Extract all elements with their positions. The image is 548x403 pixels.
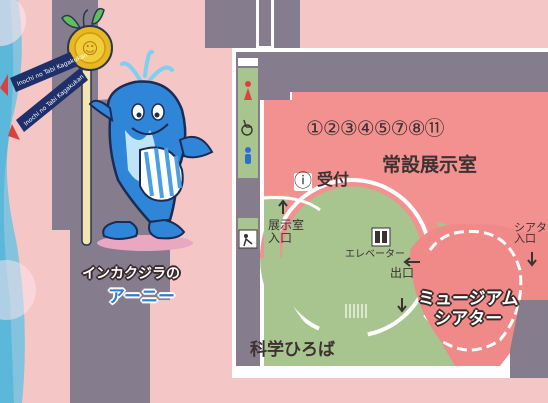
toilet-female-icon <box>244 81 252 100</box>
elevator-icon <box>371 227 391 247</box>
theater-entrance-arrow <box>527 252 537 267</box>
exhibit-numbers: ①②③④⑤⑦⑧⑪ <box>306 116 445 140</box>
exhibit-entrance-line1: 展示室 <box>268 218 305 232</box>
theater-label[interactable]: ミュージアム シアター <box>418 289 519 329</box>
mascot-caption-line2: アーニー <box>108 287 175 307</box>
exhibit-entrance-arrow <box>278 199 288 214</box>
theater-entrance-line2: 入口 <box>514 232 536 245</box>
theater-entrance-label[interactable]: シアター 入口 <box>514 222 548 244</box>
permanent-exhibit-label[interactable]: 常設展示室 <box>382 154 478 176</box>
reception-label: 受付 <box>317 170 350 189</box>
theater-label-line1: ミュージアム <box>418 289 519 309</box>
theater-area <box>410 224 548 366</box>
nursing-room-icon <box>238 229 258 249</box>
svg-text:☺: ☺ <box>82 39 99 58</box>
science-plaza-label[interactable]: 科学ひろば <box>250 340 335 360</box>
elevator-label: エレベーター <box>345 249 405 260</box>
elevator-arrow <box>397 298 407 313</box>
mascot-caption-line1: インカクジラの <box>82 266 180 282</box>
info-icon[interactable]: ⓘ <box>294 171 312 192</box>
exit-label: 出口 <box>390 266 415 280</box>
exit-arrow <box>403 257 420 267</box>
wheelchair-icon <box>241 119 253 136</box>
toilet-male-icon <box>245 147 251 164</box>
exhibit-entrance-line2: 入口 <box>268 231 293 245</box>
stairs-icon <box>345 304 367 318</box>
theater-label-line2: シアター <box>434 308 503 329</box>
theater-entrance-line1: シアター <box>514 221 548 234</box>
exhibit-entrance-label[interactable]: 展示室 入口 <box>268 219 304 244</box>
